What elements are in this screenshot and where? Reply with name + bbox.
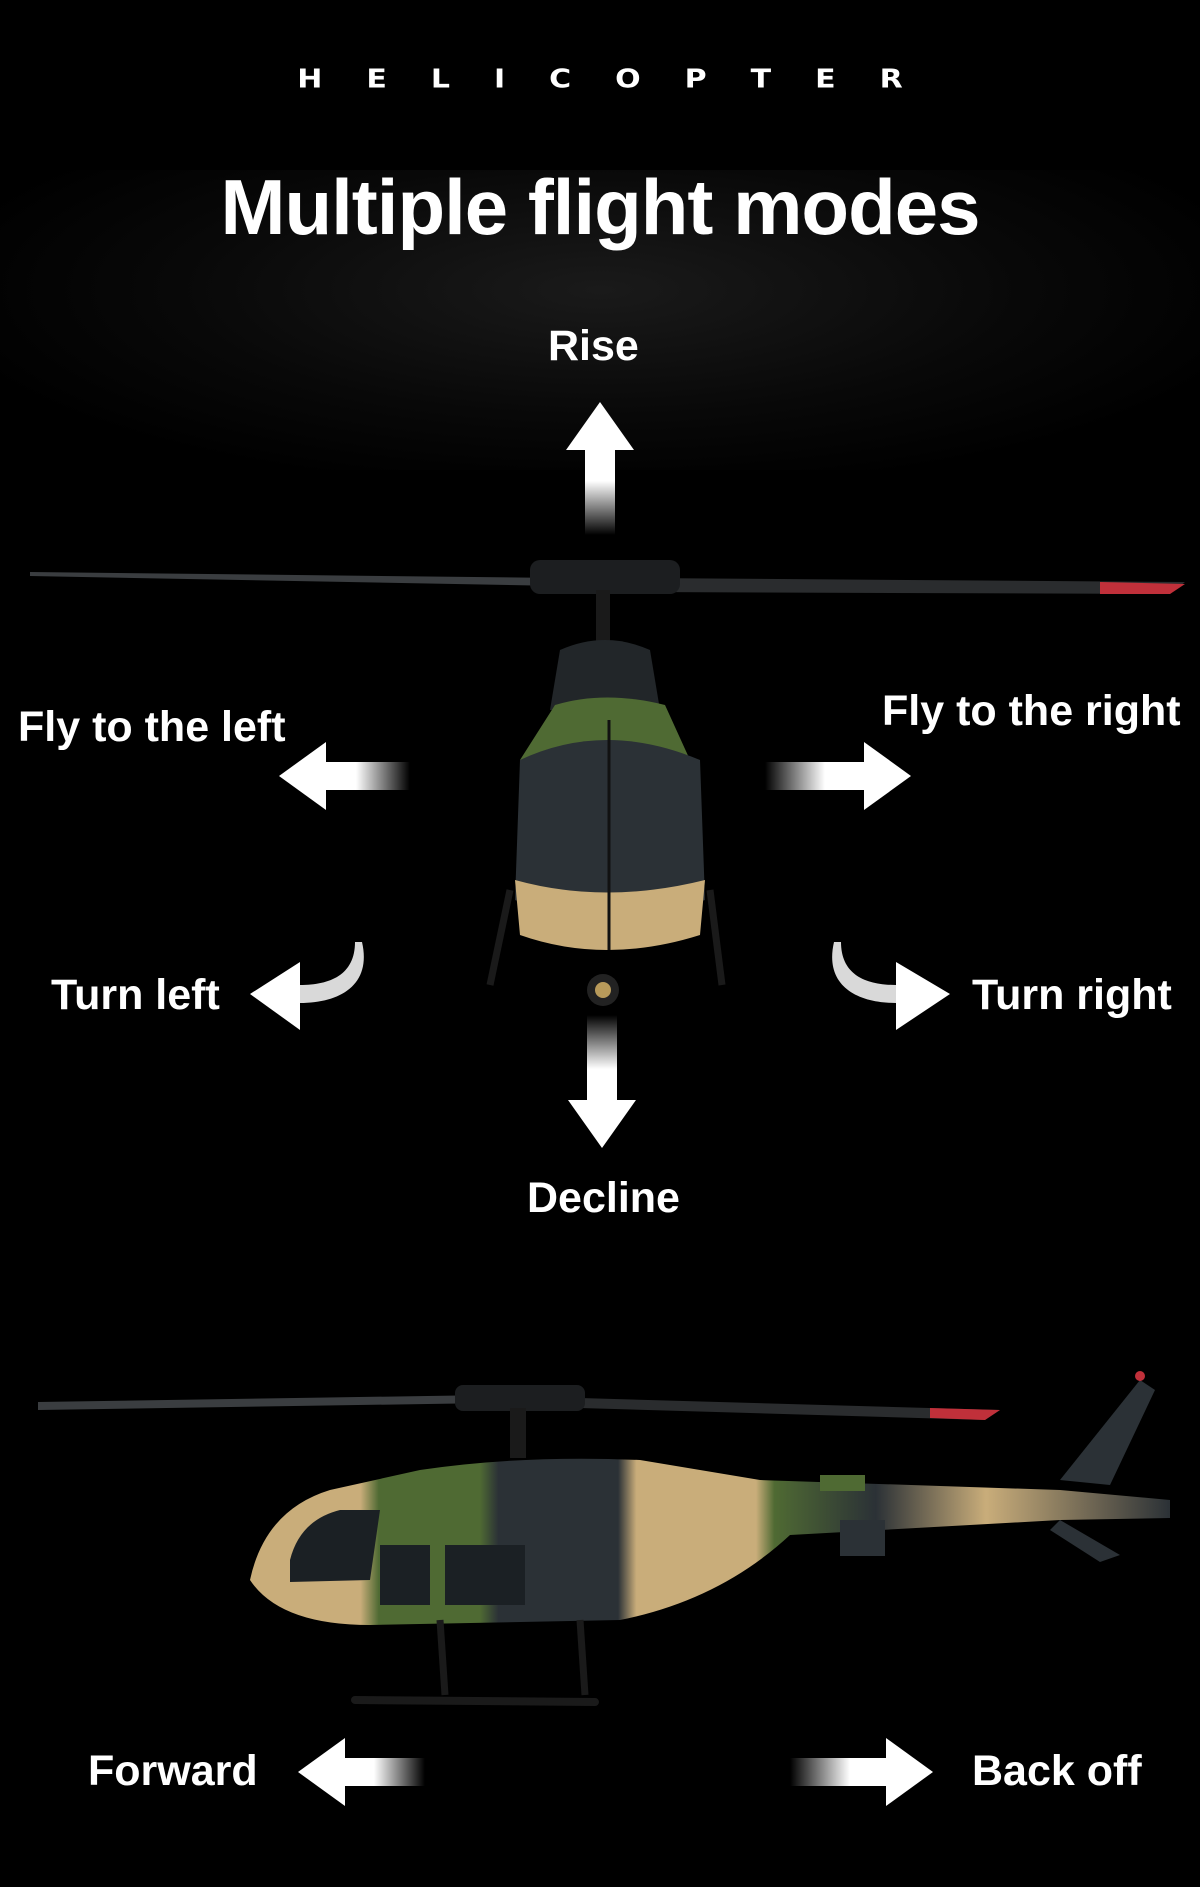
arrow-up-icon [566,402,634,535]
label-turn-left: Turn left [51,971,220,1019]
label-fly-right: Fly to the right [882,687,1181,735]
arrow-forward-icon [298,1738,425,1806]
page-title: Multiple flight modes [220,163,981,251]
helicopter-front-image [30,560,1185,1006]
arrow-back-icon [790,1738,933,1806]
label-fly-left: Fly to the left [18,703,286,751]
label-forward: Forward [88,1747,258,1795]
label-decline: Decline [527,1174,680,1222]
helicopter-side-image [38,1371,1170,1706]
arrow-down-icon [568,1015,636,1148]
turn-left-arrow-icon [250,942,364,1030]
brand-heading: HELICOPTER [297,64,947,95]
arrow-right-icon [765,742,911,810]
label-turn-right: Turn right [972,971,1172,1019]
turn-right-arrow-icon [832,942,950,1030]
label-rise: Rise [548,322,639,370]
arrow-left-icon [279,742,410,810]
label-back-off: Back off [972,1747,1142,1795]
